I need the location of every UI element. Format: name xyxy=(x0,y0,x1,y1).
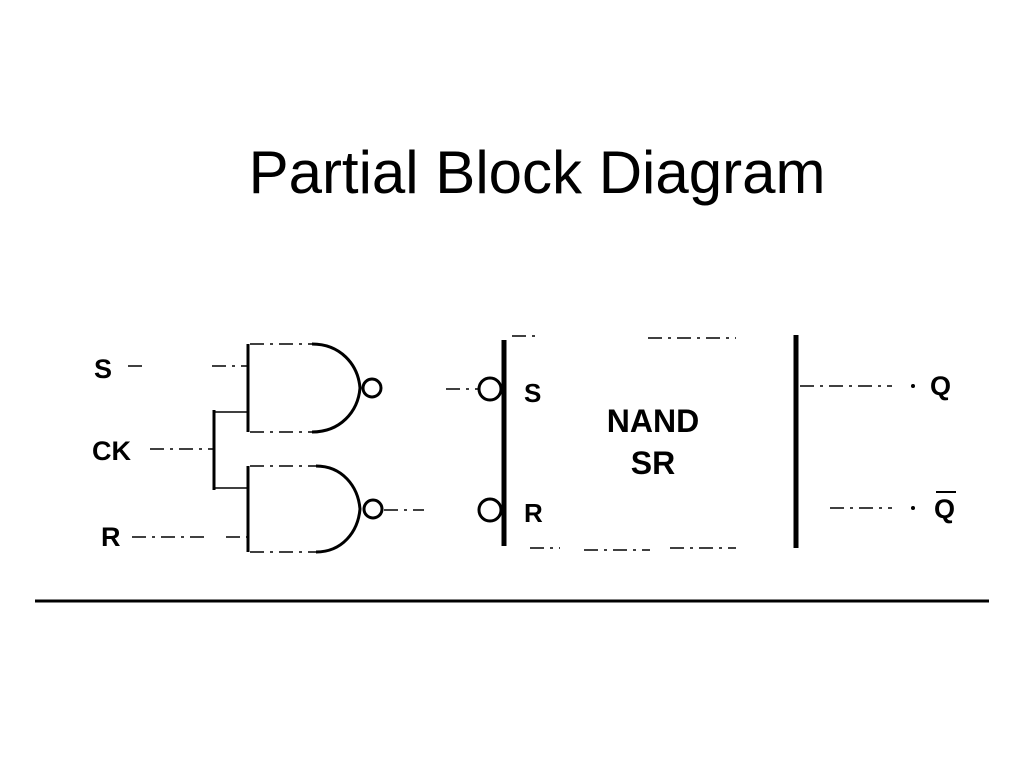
block-name-line2: SR xyxy=(631,445,675,481)
block-s-bubble-icon xyxy=(477,376,503,402)
nand-gate-bottom xyxy=(246,464,384,554)
block-pin-r-label: R xyxy=(524,498,543,528)
block-name-line1: NAND xyxy=(607,403,699,439)
input-label-ck: CK xyxy=(92,436,131,466)
nand-sr-block xyxy=(501,335,799,551)
wire-q-dot xyxy=(911,384,915,388)
output-label-q: Q xyxy=(930,371,951,401)
nand-gate-top xyxy=(246,342,383,434)
output-label-q-bar: Q xyxy=(934,494,955,524)
block-r-bubble-icon xyxy=(477,497,503,523)
slide-title: Partial Block Diagram xyxy=(248,139,826,206)
block-pin-s-label: S xyxy=(524,378,541,408)
wire-qbar-dot xyxy=(911,506,915,510)
input-label-s: S xyxy=(94,354,112,384)
inversion-bubble-icon xyxy=(361,377,383,399)
input-label-r: R xyxy=(101,522,121,552)
inversion-bubble-icon xyxy=(362,498,384,520)
